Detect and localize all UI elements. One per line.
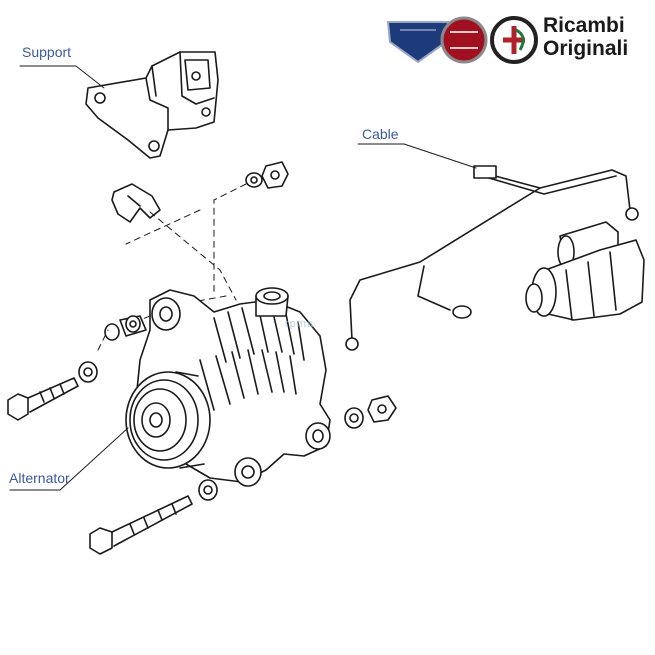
clamp-part [111, 183, 161, 223]
brand-line-1: Ricambi [543, 14, 625, 37]
cable-leader [357, 143, 477, 169]
washer-left [78, 361, 98, 383]
alternator-leader [9, 427, 129, 491]
nut-top [245, 161, 289, 189]
bolt-lower [89, 495, 193, 555]
alternator-body [125, 287, 331, 487]
support-label: Support [22, 44, 72, 60]
nut-right [344, 395, 397, 429]
brand-line-2: Originali [543, 37, 629, 60]
lancia-logo [386, 21, 450, 64]
alfa-romeo-logo [490, 16, 538, 64]
alternator-label: Alternator [9, 470, 70, 486]
watermark: rpma [285, 318, 315, 330]
starter-motor [525, 221, 645, 321]
fiat-logo [440, 16, 488, 64]
cable-harness [345, 165, 639, 351]
bolt-upper [7, 377, 79, 421]
spacer-left [104, 315, 147, 341]
washer-lower [198, 479, 218, 501]
support-leader [19, 65, 105, 89]
cable-label: Cable [362, 126, 399, 142]
brand-text: Ricambi Originali [543, 14, 628, 60]
support-bracket [85, 51, 219, 159]
